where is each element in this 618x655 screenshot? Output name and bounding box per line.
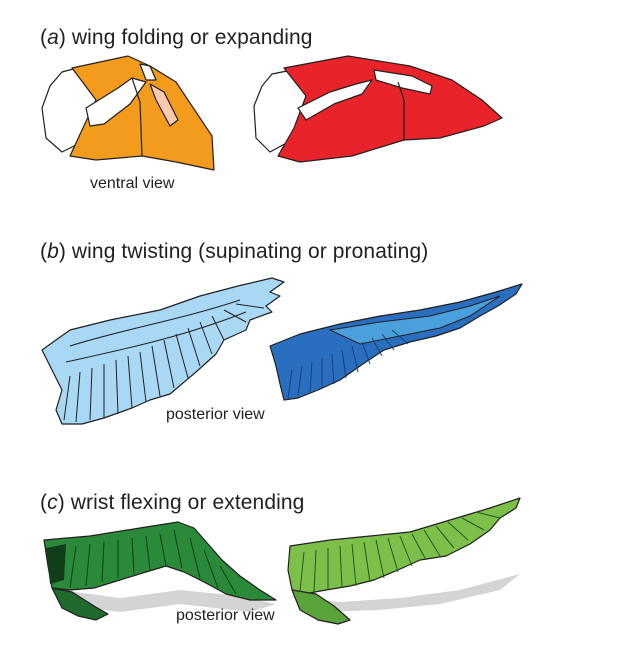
panel-c-title-text: wrist flexing or extending (64, 491, 305, 514)
panel-a-title-open: ( (40, 26, 48, 49)
panel-c-title-close: ) (57, 491, 65, 514)
panel-a-letter: a (47, 26, 59, 49)
panel-c-title-open: ( (40, 491, 48, 514)
panel-b-view-label: posterior view (166, 406, 265, 423)
panel-a-title-text: wing folding or expanding (65, 26, 313, 49)
panel-b-letter: b (47, 240, 59, 263)
folded-wing-orange (41, 55, 215, 171)
panel-c-view-label: posterior view (176, 607, 275, 624)
expanded-wing-red (253, 55, 503, 163)
panel-a-title-close: ) (58, 26, 66, 49)
panel-a-view-label: ventral view (90, 175, 175, 192)
pronated-wing-darkblue (269, 283, 523, 401)
panel-b-title-close: ) (58, 240, 66, 263)
flexed-wing-darkgreen (43, 521, 277, 621)
panel-b-title-open: ( (40, 240, 48, 263)
panel-a-title: (a) wing folding or expanding (40, 26, 313, 50)
extended-wing-lightgreen (287, 497, 521, 625)
panel-b-title-text: wing twisting (supinating or pronating) (65, 240, 429, 263)
panel-c-title: (c) wrist flexing or extending (40, 491, 304, 515)
supinated-wing-lightblue (41, 277, 285, 425)
panel-c-letter: c (47, 491, 58, 514)
panel-b-title: (b) wing twisting (supinating or pronati… (40, 240, 428, 264)
